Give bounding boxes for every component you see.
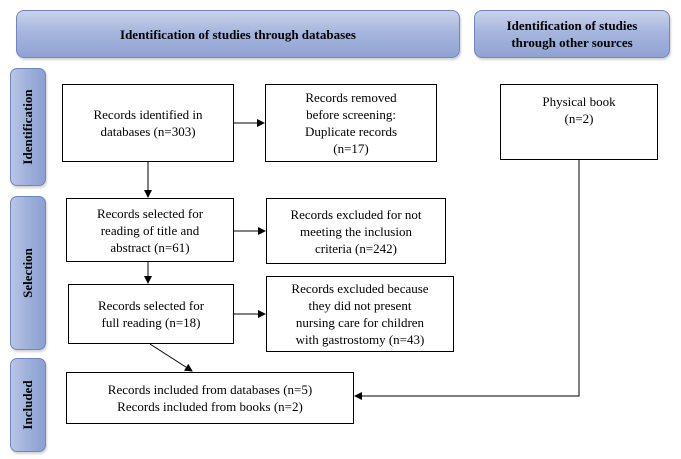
phase-identification: Identification bbox=[10, 68, 46, 186]
box-text: Physical book bbox=[542, 94, 616, 109]
box-text: Duplicate records bbox=[304, 124, 398, 139]
box-text: meeting the inclusion bbox=[300, 223, 412, 239]
box-text: abstract (n=61) bbox=[110, 239, 190, 255]
box-text: before screening: bbox=[306, 107, 396, 122]
box-records-identified: Records identified in databases (n=303) bbox=[62, 84, 234, 162]
arrow-book-to-included bbox=[354, 160, 580, 400]
arrow-selected-full-to-included bbox=[149, 343, 193, 372]
box-text: Records identified in bbox=[93, 107, 203, 122]
box-text: Records excluded for not bbox=[290, 206, 422, 222]
box-records-included: Records included from databases (n=5) Re… bbox=[66, 372, 354, 424]
box-text: Records included from databases (n=5) bbox=[107, 382, 313, 397]
box-text: Records included from books (n=2) bbox=[117, 399, 303, 414]
box-text: databases (n=303) bbox=[100, 124, 196, 139]
box-records-selected-full: Records selected for full reading (n=18) bbox=[68, 284, 234, 344]
header-other-sources-line1: Identification of studies bbox=[506, 18, 638, 33]
box-records-selected-title: Records selected for reading of title an… bbox=[66, 198, 234, 262]
box-text: Records selected for bbox=[96, 205, 204, 221]
box-text: with gastrostomy (n=43) bbox=[295, 332, 425, 347]
box-text: Records excluded because bbox=[291, 281, 429, 296]
box-physical-book: Physical book (n=2) bbox=[500, 84, 658, 160]
box-text: nursing care for children bbox=[295, 315, 425, 330]
box-records-excluded-criteria: Records excluded for not meeting the inc… bbox=[266, 198, 446, 264]
box-records-excluded-nursing: Records excluded because they did not pr… bbox=[266, 276, 454, 352]
header-other-sources: Identification of studies through other … bbox=[474, 10, 670, 58]
box-text: reading of title and bbox=[100, 222, 200, 238]
box-text: criteria (n=242) bbox=[314, 240, 398, 256]
box-text: Records selected for bbox=[97, 298, 205, 313]
box-text: (n=2) bbox=[564, 111, 594, 126]
box-text: Records removed bbox=[305, 90, 397, 105]
header-databases-text: Identification of studies through databa… bbox=[120, 26, 356, 42]
header-databases: Identification of studies through databa… bbox=[16, 10, 460, 58]
phase-selection: Selection bbox=[10, 196, 46, 350]
box-text: (n=17) bbox=[333, 141, 369, 156]
phase-included: Included bbox=[10, 358, 46, 452]
box-text: they did not present bbox=[308, 298, 412, 313]
box-records-removed: Records removed before screening: Duplic… bbox=[265, 84, 437, 162]
box-text: full reading (n=18) bbox=[101, 315, 201, 330]
header-other-sources-line2: through other sources bbox=[511, 35, 633, 50]
